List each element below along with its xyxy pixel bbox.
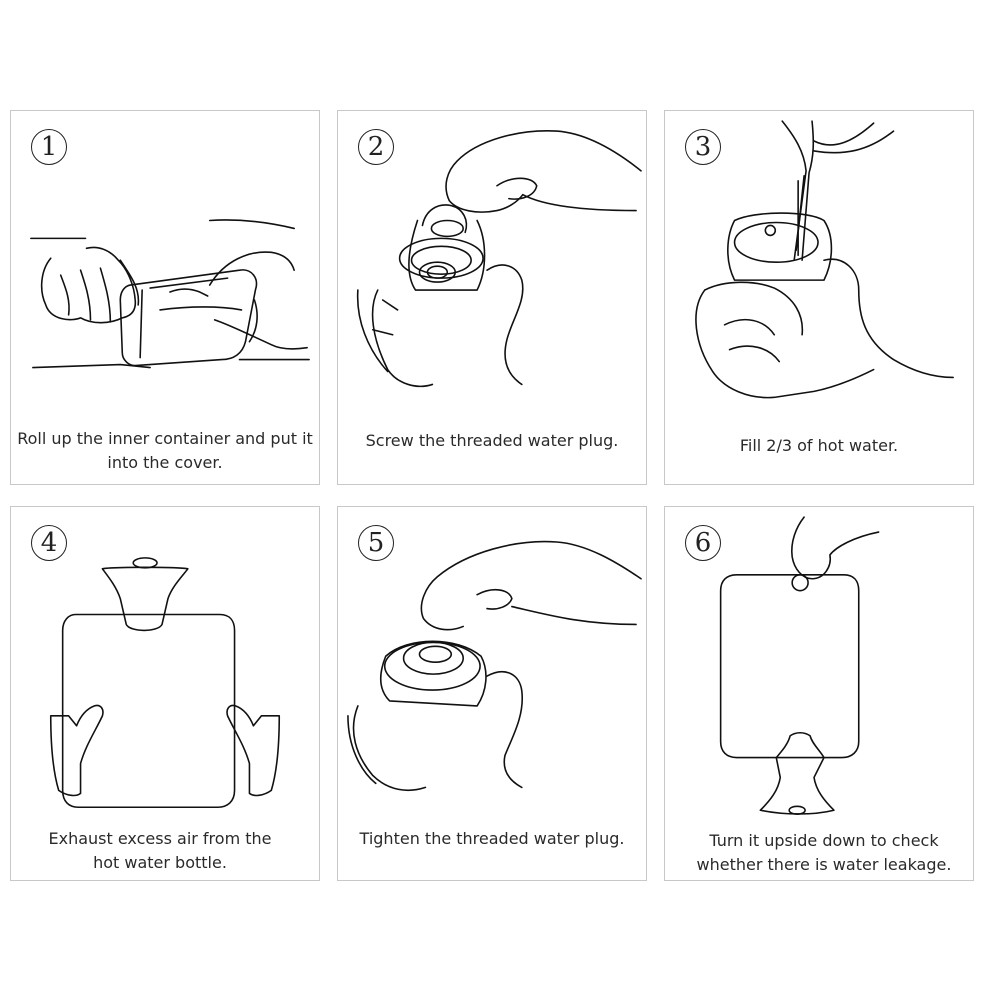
roll-inner-container-illustration — [30, 219, 310, 369]
screw-plug-illustration — [356, 130, 642, 388]
step-6-caption: Turn it upside down to check whether the… — [696, 831, 952, 874]
tighten-plug-illustration — [347, 540, 642, 791]
upside-down-check-illustration — [719, 516, 880, 816]
step-1-number: 1 — [31, 129, 67, 165]
step-5-caption: Tighten the threaded water plug. — [359, 829, 625, 848]
step-4-panel: 4 Exhaust excess air from the hot water … — [10, 506, 320, 881]
step-4-caption: Exhaust excess air from the hot water bo… — [48, 829, 272, 872]
step-5-panel: 5 Tighten the threaded water plug. — [337, 506, 647, 881]
step-2-caption: Screw the threaded water plug. — [365, 431, 619, 450]
step-6-panel: 6 Turn it upside down to check whether t… — [664, 506, 974, 881]
step-6-number: 6 — [685, 525, 721, 561]
step-2-panel: 2 Screw the threaded water plug. — [337, 110, 647, 485]
step-4-number: 4 — [31, 525, 67, 561]
step-5-number: 5 — [358, 525, 394, 561]
step-3-panel: 3 Fill 2/3 of hot water. — [664, 110, 974, 485]
step-2-number: 2 — [358, 129, 394, 165]
fill-water-illustration — [695, 120, 954, 399]
step-1-caption: Roll up the inner container and put it i… — [17, 429, 313, 472]
step-3-caption: Fill 2/3 of hot water. — [739, 436, 899, 455]
exhaust-air-illustration — [49, 557, 281, 809]
step-3-number: 3 — [685, 129, 721, 165]
step-1-panel: 1 Roll up the inner container and put it… — [10, 110, 320, 485]
